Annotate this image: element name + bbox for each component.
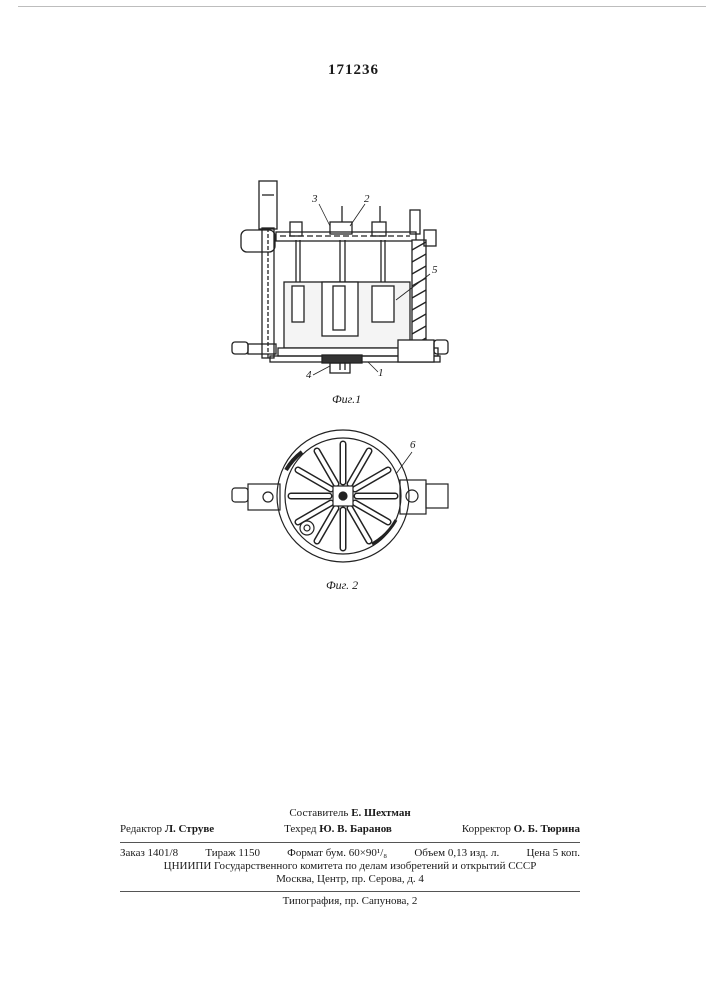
corrector: Корректор О. Б. Тюрина xyxy=(462,823,580,836)
fig2-caption: Фиг. 2 xyxy=(326,578,358,593)
order-number: Заказ 1401/8 xyxy=(120,847,178,860)
staff-line: Редактор Л. Струве Техред Ю. В. Баранов … xyxy=(120,823,580,836)
paper-format: Формат бум. 60×90¹/₈ xyxy=(287,847,387,860)
imprint-block: Составитель Е. Шехтман Редактор Л. Струв… xyxy=(120,807,580,908)
publisher-line-2: Москва, Центр, пр. Серова, д. 4 xyxy=(120,873,580,886)
figure-2-drawing xyxy=(0,0,707,620)
compiler-name: Е. Шехтман xyxy=(351,807,410,819)
compiler-label: Составитель xyxy=(289,807,348,819)
circulation: Тираж 1150 xyxy=(205,847,260,860)
print-info-section: Заказ 1401/8 Тираж 1150 Формат бум. 60×9… xyxy=(120,842,580,886)
fig2-callout-6: 6 xyxy=(410,439,416,451)
editor: Редактор Л. Струве xyxy=(120,823,214,836)
volume: Объем 0,13 изд. л. xyxy=(414,847,499,860)
price: Цена 5 коп. xyxy=(526,847,580,860)
publisher-line-1: ЦНИИПИ Государственного комитета по дела… xyxy=(120,860,580,873)
compiler-line: Составитель Е. Шехтман xyxy=(120,807,580,820)
techred: Техред Ю. В. Баранов xyxy=(284,823,392,836)
print-info-line: Заказ 1401/8 Тираж 1150 Формат бум. 60×9… xyxy=(120,847,580,860)
printer-line: Типография, пр. Сапунова, 2 xyxy=(120,891,580,908)
